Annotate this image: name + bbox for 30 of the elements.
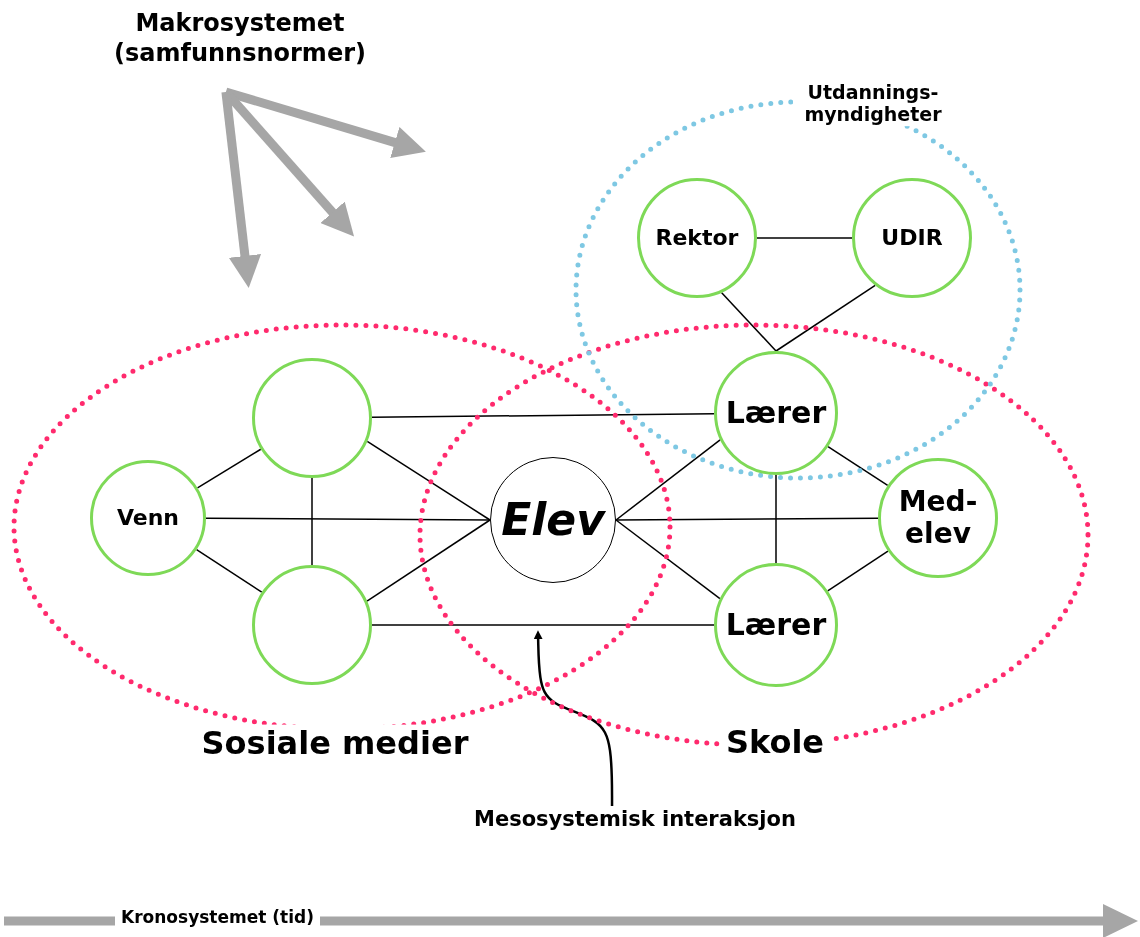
- connector-line: [827, 445, 889, 487]
- arrow: [224, 87, 426, 158]
- connector-line: [775, 284, 876, 352]
- connector-line: [615, 439, 721, 521]
- node-label: Lærer: [725, 395, 827, 431]
- connector-line: [827, 550, 889, 592]
- node-label: Lærer: [725, 607, 827, 643]
- heading-text: Mesosystemisk interaksjon: [430, 806, 840, 840]
- connector-line: [196, 448, 262, 489]
- connector-line: [205, 517, 491, 521]
- connector-line: [756, 237, 853, 239]
- node-label: Elev: [501, 494, 605, 546]
- arrow: [533, 630, 614, 806]
- axis-label: Kronosystemet (tid): [115, 908, 320, 928]
- connector-line: [195, 548, 263, 593]
- node-label: Rektor: [655, 225, 739, 251]
- node-label: Venn: [116, 505, 180, 531]
- node-label: Med-elev: [897, 485, 979, 551]
- connector-line: [371, 624, 715, 626]
- heading-text: Makrosystemet (samfunnsnormer): [90, 8, 390, 88]
- connector-line: [775, 474, 777, 564]
- connector-line: [311, 477, 313, 566]
- connector-line: [720, 291, 777, 352]
- arrow: [221, 91, 262, 289]
- connector-line: [615, 517, 879, 521]
- connector-line: [371, 412, 715, 419]
- connector-line: [366, 519, 491, 602]
- connector-line: [366, 440, 491, 521]
- node-label: UDIR: [881, 225, 943, 251]
- connector-line: [615, 519, 721, 600]
